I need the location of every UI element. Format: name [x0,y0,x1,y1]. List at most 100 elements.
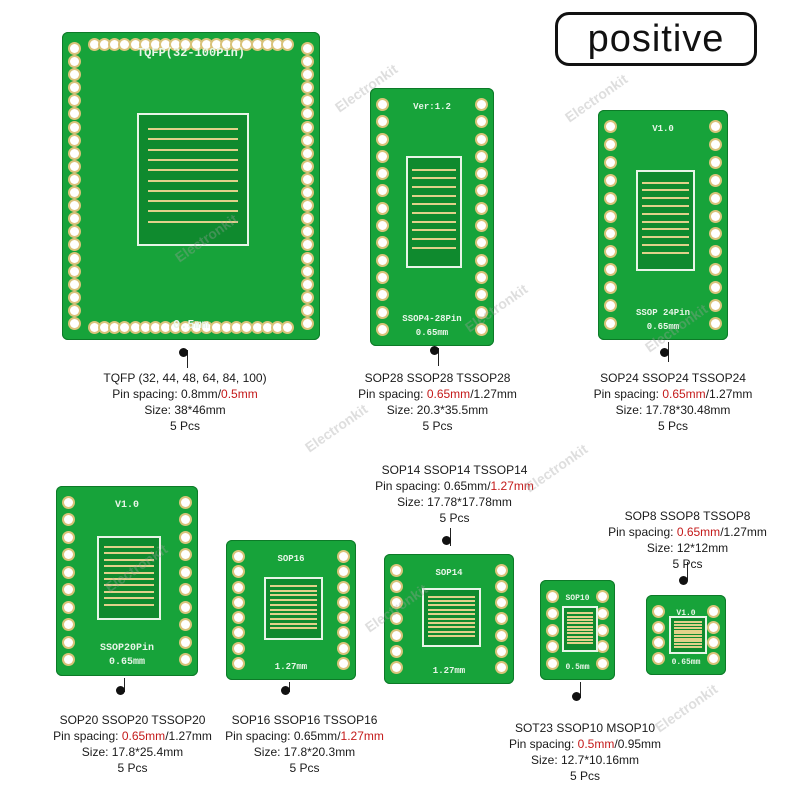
solder-pad [232,40,242,49]
pad-row-bottom [90,323,292,332]
solder-pad [181,620,190,630]
caption-qty: 5 Pcs [439,511,470,525]
solder-pad [392,630,401,640]
solder-pad [70,109,79,119]
pin-trace [566,615,594,618]
solder-pad [606,265,615,275]
solder-pad [201,323,211,332]
caption-size: Size: 17.78*30.48mm [615,403,731,417]
solder-pad [548,625,557,635]
spacing-prefix: Pin spacing: [358,387,427,401]
solder-pad [497,566,506,575]
caption-qty: 5 Pcs [569,769,600,783]
solder-pad [606,139,615,149]
solder-pad [303,227,312,237]
ic-footprint [562,606,598,652]
solder-pad [339,658,348,668]
solder-pad [303,57,312,67]
solder-pad [303,188,312,198]
solder-pad [378,117,387,127]
pin-trace [642,236,689,239]
spacing-value-b: 1.27mm [340,729,384,743]
solder-pad [392,598,401,608]
pin-trace [412,186,456,189]
caption-size: Size: 20.3*35.5mm [386,403,489,417]
pin-trace [673,645,703,648]
pin-trace [270,594,317,597]
solder-pad [711,265,720,275]
caption-title: SOP24 SSOP24 TSSOP24 [600,371,746,385]
silkscreen-label: 0.65mm [108,657,146,668]
pin-trace [566,612,594,615]
solder-pad [378,100,387,109]
solder-pad [303,253,312,263]
solder-pad [282,40,292,49]
solder-pad [477,117,486,127]
silkscreen-label: V1.0 [652,124,674,134]
silkscreen-label: SOP14 [435,568,463,578]
caption-spacing: Pin spacing: 0.65mm/1.27mm [50,728,215,744]
pin-trace [103,558,155,561]
solder-pad [303,214,312,224]
pin-trace [412,220,456,223]
ic-footprint [406,156,462,268]
solder-pad [70,227,79,237]
pad-column-left [70,44,79,328]
solder-pad [598,608,607,618]
pin-trace [642,181,689,184]
solder-pad [64,550,73,560]
solder-pad [711,193,720,203]
solder-pad [303,240,312,250]
solder-pad [252,323,262,332]
spacing-separator: / [337,729,341,743]
solder-pad [303,174,312,184]
silkscreen-label: TQFP(32-100Pin) [136,46,246,60]
pin-trace [103,578,155,580]
pin-trace [566,639,594,642]
caption-title: SOT23 SSOP10 MSOP10 [514,721,656,735]
solder-pad [70,201,79,211]
ic-footprint [636,170,695,271]
pad-column-right [339,552,348,668]
solder-pad [110,40,120,49]
solder-pad [234,658,243,668]
pad-column-left [548,592,557,668]
solder-pad [378,203,387,213]
solder-pad [598,642,607,652]
caption-title: TQFP (32, 44, 48, 64, 84, 100) [103,371,267,385]
solder-pad [497,630,506,640]
pin-trace [428,621,475,624]
leader-dot [442,536,451,545]
caption-title: SOP20 SSOP20 TSSOP20 [59,713,206,727]
spacing-value-a: 0.65mm [426,387,471,401]
pin-trace [673,632,703,635]
pin-trace [428,630,475,633]
solder-pad [392,662,401,672]
solder-pad [303,161,312,171]
silkscreen-label: SSOP4-28Pin [402,314,462,324]
pad-column-left [654,607,663,663]
solder-pad [303,201,312,211]
pin-trace [270,613,317,616]
solder-pad [70,292,79,302]
pin-trace [566,622,594,625]
caption-size: Size: 17.78*17.78mm [397,495,512,509]
pin-trace [566,635,594,638]
solder-pad [100,40,110,49]
solder-pad [477,134,486,144]
solder-pad [181,585,190,595]
solder-pad [171,323,181,332]
spacing-prefix: Pin spacing: [508,737,578,751]
spacing-value-b: 1.27mm [473,387,517,401]
solder-pad [606,122,615,131]
solder-pad [181,515,190,525]
caption-qty: 5 Pcs [117,761,148,775]
solder-pad [161,323,171,332]
solder-pad [709,653,718,663]
solder-pad [181,637,190,647]
pin-trace [642,251,689,254]
solder-pad [120,323,130,332]
solder-pad [339,628,348,638]
caption-title: SOP8 SSOP8 TSSOP8 [624,509,751,523]
